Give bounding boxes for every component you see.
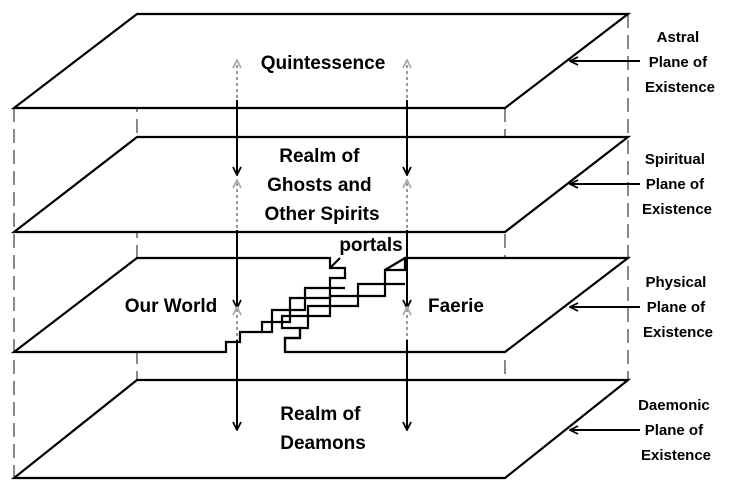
portals-label: portals: [339, 235, 402, 256]
spiritual-plane-label: Spiritual Plane of Existence: [642, 151, 712, 218]
astral-plane-label: Astral Plane of Existence: [645, 29, 715, 96]
daemonic-plane-label: Daemonic Plane of Existence: [638, 397, 714, 464]
our-world-label: Our World: [125, 296, 218, 317]
demons-realm-label: Realm of Deamons: [280, 404, 366, 454]
physical-plane-shape: [10, 256, 632, 354]
quintessence-label: Quintessence: [261, 53, 386, 74]
side-pointer-arrows: [570, 61, 640, 430]
spiritual-plane-shape: [10, 135, 632, 234]
ghosts-realm-label: Realm of Ghosts and Other Spirits: [264, 146, 379, 225]
portals-zigzag: [262, 257, 406, 352]
faerie-label: Faerie: [428, 296, 484, 317]
daemonic-plane-shape: [10, 378, 632, 480]
astral-plane-shape: [10, 12, 632, 110]
physical-plane-label: Physical Plane of Existence: [643, 274, 713, 341]
